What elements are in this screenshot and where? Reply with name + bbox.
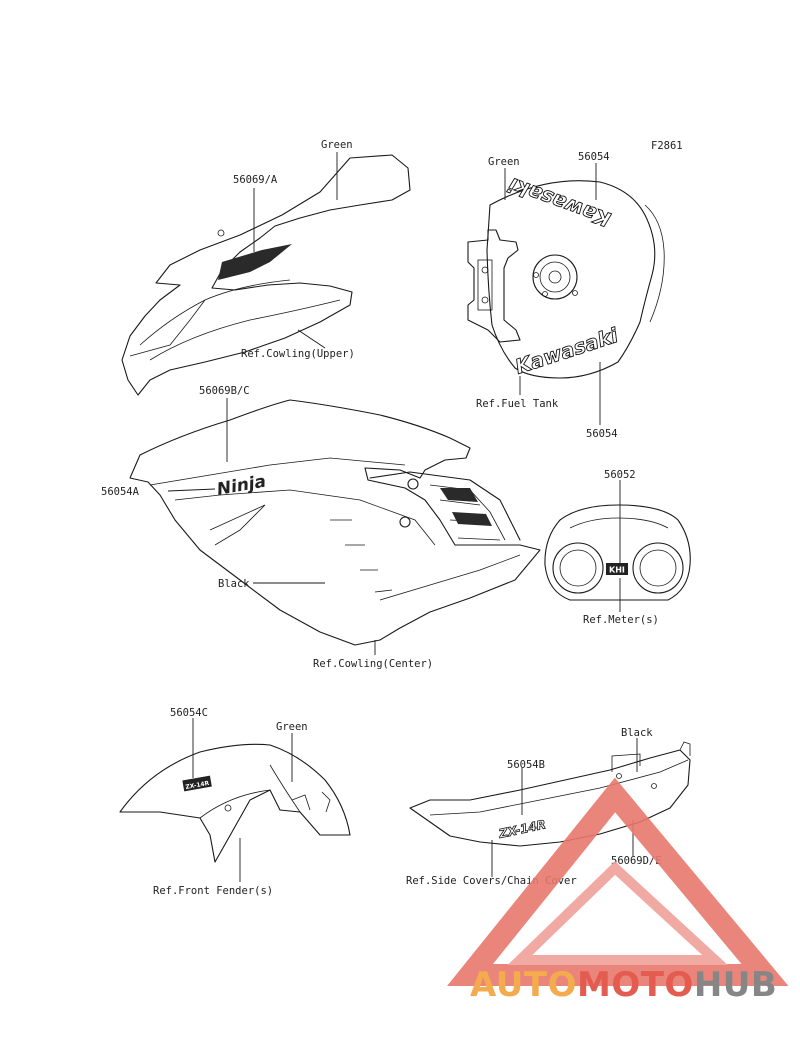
center-bc-label: 56069B/C [199,385,250,397]
center-cowling-vent [209,504,266,546]
front-fender-group: ZX-14R 56054C Green Ref.Front Fender(s) [119,707,351,897]
meter-part-label: 56052 [604,469,636,481]
fuel-tank-side [644,204,665,323]
upper-cowling-outline [121,154,411,396]
center-frame-grille [429,484,506,541]
center-cowling-slats [330,519,393,593]
watermark-triangle-inner [507,861,728,965]
watermark-part-3: HUB [694,965,777,1005]
fuel-tank-bolt-1 [481,266,489,274]
tank-green-label: Green [488,156,520,168]
side-part-de-label: 56069D/E [611,855,662,867]
watermark-text: AUTOMOTOHUB [470,965,777,1005]
meter-outline [544,504,691,601]
front-fender-decal-text: ZX-14R [185,780,210,791]
meter-inner-rim [569,517,669,529]
center-frame-upper [369,471,521,541]
fuel-cap-screw-1 [542,291,548,297]
side-cover-tab [611,753,641,772]
meter-group: KHI 56052 Ref.Meter(s) [544,469,691,626]
upper-cowling-stripe [139,279,341,361]
center-cowling-stripe [149,457,406,486]
upper-green-label: Green [321,139,353,151]
meter-dial-left [552,542,604,594]
fuel-cap-screw-2 [572,290,578,296]
side-cover-outline [409,749,691,847]
front-fender-edge [269,764,301,813]
meter-dial-right [632,542,684,594]
watermark-logo: AUTOMOTOHUB [447,777,789,1005]
front-fender-brackets [291,791,331,813]
fuel-cap-inner [539,261,571,293]
meter-ref-label: Ref.Meter(s) [583,614,659,626]
center-a-label: 56054A [101,486,140,498]
side-black-label: Black [621,727,653,739]
fender-green-label: Green [276,721,308,733]
center-black-label: Black [218,578,250,590]
front-fender-outline [119,743,351,863]
fuel-tank-group: Kawasaki Kawasaki Green 56054 Ref.Fuel T… [467,151,665,440]
upper-ref-label: Ref.Cowling(Upper) [241,348,355,360]
center-ref-label: Ref.Cowling(Center) [313,658,433,670]
front-fender-decal [182,775,212,792]
fuel-tank-bolt-2 [481,296,489,304]
fuel-tank-bracket [467,229,521,343]
fuel-tank-bracket-slot [477,259,493,311]
meter-logo-text: KHI [609,566,625,575]
upper-cowling-edge [129,299,206,357]
center-cowling-outline [129,399,541,646]
front-fender-hole [224,804,232,812]
meter-dial-right-inner [639,549,677,587]
watermark-part-1: AUTO [470,965,577,1005]
side-part-b-label: 56054B [507,759,545,771]
fuel-cap-screw-3 [533,272,539,278]
center-cowling-crease [174,489,436,546]
upper-cowling-hole [217,229,225,237]
fuel-cap-center [548,270,562,284]
side-cover-tip [679,741,691,756]
tank-part-bottom-label: 56054 [586,428,618,440]
watermark-part-2: MOTO [577,965,694,1005]
fuel-tank-outline [486,180,656,379]
fender-part-label: 56054C [170,707,208,719]
fender-ref-label: Ref.Front Fender(s) [153,885,273,897]
tank-ref-label: Ref.Fuel Tank [476,398,559,410]
fuel-cap-outer [532,254,578,300]
tank-decal-bottom: Kawasaki [512,323,622,379]
meter-dial-left-inner [559,549,597,587]
front-fender-crease [199,789,271,819]
center-ninja-decal: Ninja [215,472,267,500]
watermark-triangle-outer [447,777,789,986]
upper-cowling-decal [218,244,292,280]
center-cowling-group: Ninja 56069B/C 56054A Black Ref.Cowling(… [101,385,541,670]
center-lower-edge [379,554,521,601]
center-frame-dark-2 [452,512,492,526]
center-bolt-1 [407,478,419,490]
figure-code: F2861 [651,140,683,152]
tank-part-top-label: 56054 [578,151,610,163]
center-a-leader [167,488,216,492]
side-cover-hole-2 [651,783,657,789]
side-cover-decal: ZX-14R [497,817,547,841]
side-cover-stripe [429,759,689,816]
upper-cowling-group: Green 56069/A Ref.Cowling(Upper) [121,139,411,396]
upper-ref-leader [297,329,326,349]
upper-part-label: 56069/A [233,174,278,186]
center-frame-dark-1 [440,488,478,502]
center-bolt-2 [399,516,411,528]
side-cover-hole-1 [616,773,622,779]
meter-logo-badge [606,563,628,575]
